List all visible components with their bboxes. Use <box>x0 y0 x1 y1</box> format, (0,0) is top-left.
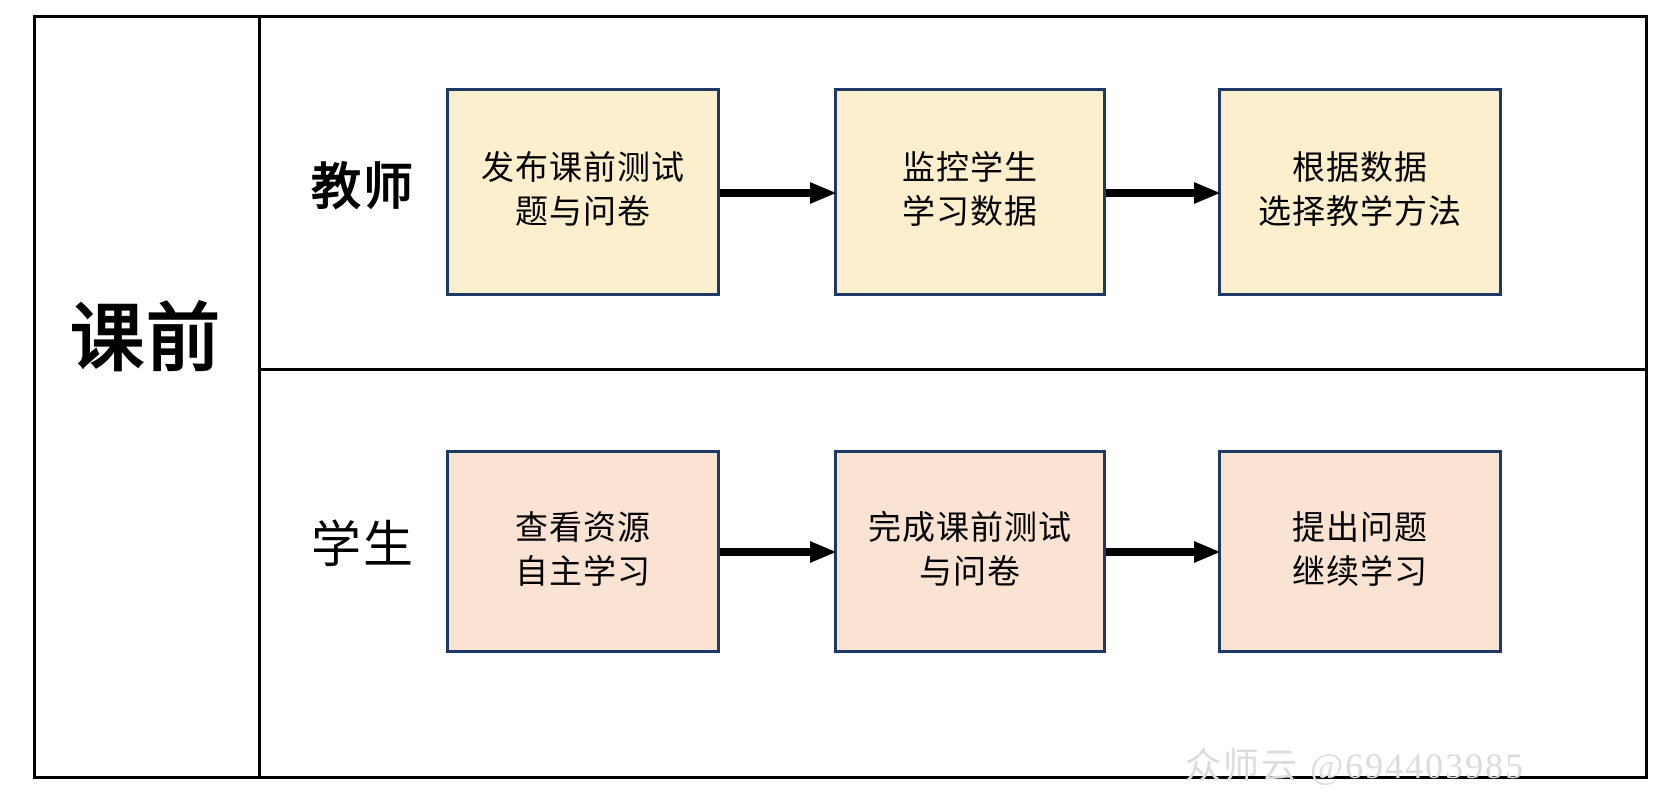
student-node-1[interactable]: 查看资源 自主学习 <box>446 450 720 653</box>
watermark-text: 众师云 @694403985 <box>1185 746 1526 786</box>
student-node-2[interactable]: 完成课前测试 与问卷 <box>834 450 1106 653</box>
teacher-node-1[interactable]: 发布课前测试 题与问卷 <box>446 88 720 296</box>
arrow-student-2-to-3 <box>1106 540 1220 564</box>
teacher-node-1-label: 发布课前测试 题与问卷 <box>481 151 685 231</box>
arrow-teacher-2-to-3 <box>1106 181 1220 205</box>
phase-column-divider <box>258 15 261 779</box>
lane-row-divider <box>258 368 1648 371</box>
student-node-1-label: 查看资源 自主学习 <box>515 510 651 591</box>
student-node-3[interactable]: 提出问题 继续学习 <box>1218 450 1502 653</box>
arrow-teacher-1-to-2 <box>720 181 836 205</box>
teacher-node-3[interactable]: 根据数据 选择教学方法 <box>1218 88 1502 296</box>
phase-label: 课前 <box>70 299 222 381</box>
diagram-frame <box>33 15 1648 779</box>
student-node-3-label: 提出问题 继续学习 <box>1292 510 1428 591</box>
teacher-node-2[interactable]: 监控学生 学习数据 <box>834 88 1106 296</box>
teacher-node-3-label: 根据数据 选择教学方法 <box>1258 151 1462 231</box>
arrow-student-1-to-2 <box>720 540 836 564</box>
teacher-node-2-label: 监控学生 学习数据 <box>902 151 1038 231</box>
lane-label-teacher: 教师 <box>311 159 415 215</box>
lane-label-student: 学生 <box>311 517 415 573</box>
student-node-2-label: 完成课前测试 与问卷 <box>868 510 1072 591</box>
